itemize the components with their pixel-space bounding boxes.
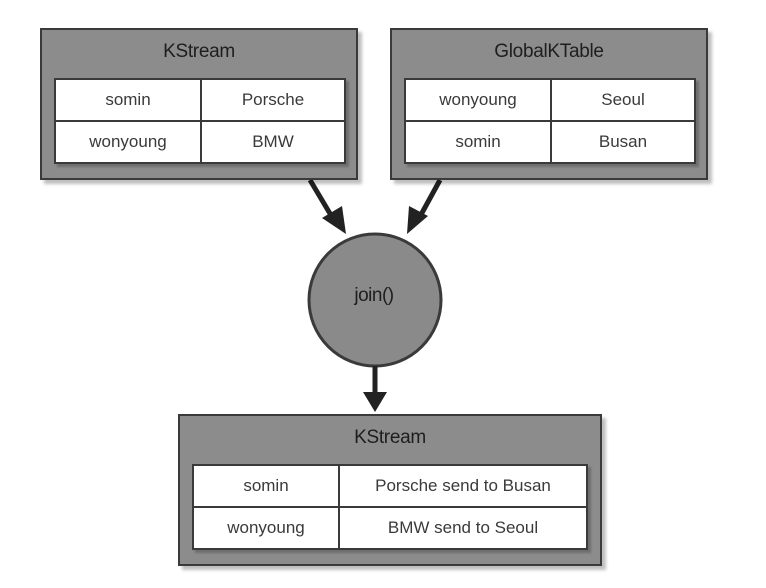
globalktable-input-box: GlobalKTable wonyoung Seoul somin Busan bbox=[390, 28, 708, 180]
table-cell-value: Porsche bbox=[200, 78, 346, 122]
arrowhead-left bbox=[322, 206, 346, 234]
kstream-input-table: somin Porsche wonyoung BMW bbox=[54, 78, 346, 164]
table-cell-key: somin bbox=[54, 78, 202, 122]
table-cell-key: somin bbox=[192, 464, 340, 508]
table-row: somin Porsche bbox=[54, 78, 346, 122]
kstream-output-title: KStream bbox=[354, 427, 426, 448]
table-row: wonyoung BMW send to Seoul bbox=[192, 506, 588, 550]
table-cell-value: Busan bbox=[550, 120, 696, 164]
table-row: somin Busan bbox=[404, 120, 696, 164]
join-label: join() bbox=[354, 285, 394, 306]
kstream-input-title: KStream bbox=[163, 41, 235, 62]
kstream-input-box: KStream somin Porsche wonyoung BMW bbox=[40, 28, 358, 180]
table-cell-key: wonyoung bbox=[54, 120, 202, 164]
kstream-output-table: somin Porsche send to Busan wonyoung BMW… bbox=[192, 464, 588, 550]
globalktable-input-table: wonyoung Seoul somin Busan bbox=[404, 78, 696, 164]
table-cell-value: Seoul bbox=[550, 78, 696, 122]
table-row: wonyoung BMW bbox=[54, 120, 346, 164]
table-row: wonyoung Seoul bbox=[404, 78, 696, 122]
table-row: somin Porsche send to Busan bbox=[192, 464, 588, 508]
table-cell-key: wonyoung bbox=[404, 78, 552, 122]
table-cell-value: Porsche send to Busan bbox=[338, 464, 588, 508]
table-cell-value: BMW send to Seoul bbox=[338, 506, 588, 550]
table-cell-key: wonyoung bbox=[192, 506, 340, 550]
arrowhead-right bbox=[407, 206, 428, 234]
globalktable-input-title: GlobalKTable bbox=[494, 41, 604, 62]
arrowhead-down bbox=[363, 392, 387, 412]
table-cell-value: BMW bbox=[200, 120, 346, 164]
table-cell-key: somin bbox=[404, 120, 552, 164]
kstream-output-box: KStream somin Porsche send to Busan wony… bbox=[178, 414, 602, 566]
